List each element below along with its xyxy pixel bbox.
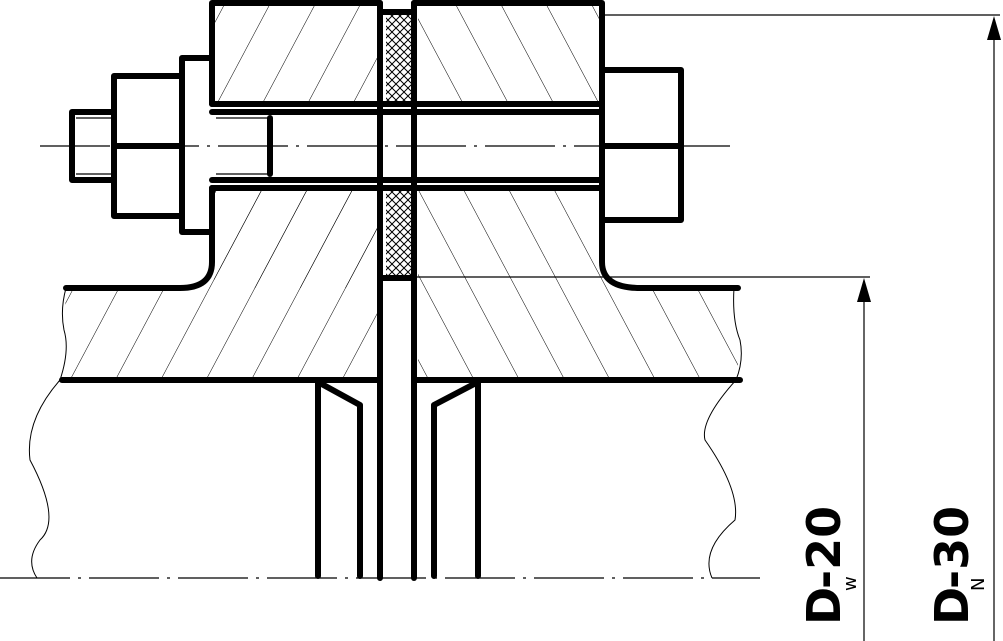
dim-sub-label: w [840,576,861,591]
dimension-label-outer: D N -30 [925,506,989,625]
dimension-label-inner: D w -20 [797,506,861,625]
elastic-insert [386,14,412,276]
break-lines [28,287,742,579]
dim-value-label: -30 [925,506,979,589]
dim-sub-label: N [968,578,989,591]
dim-value-label: -20 [797,506,851,589]
dimension-lines [416,14,1001,641]
dim-main-label: D [925,587,979,625]
right-hub [418,4,738,380]
dim-main-label: D [797,587,851,625]
left-hub [62,4,378,380]
center-lines [0,145,760,579]
